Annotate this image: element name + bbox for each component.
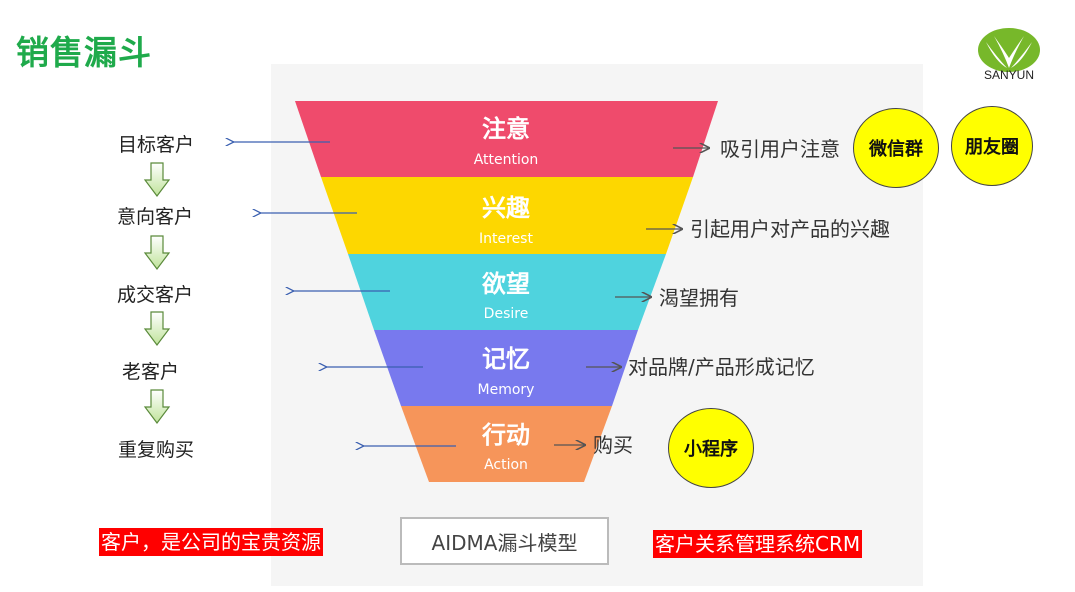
down-arrow-icon [143,162,171,197]
customer-stage-intent: 意向客户 [117,206,194,228]
funnel-segment-memory [374,330,638,406]
funnel-desc-action: 购买 [593,433,633,457]
wechat-group-badge: 微信群 [853,108,939,188]
funnel-cn-desire: 欲望 [481,270,530,298]
sanyun-logo [978,28,1040,72]
page-title: 销售漏斗 [16,33,152,72]
funnel-desc-interest: 引起用户对产品的兴趣 [690,217,890,241]
customer-stage-repeat: 重复购买 [118,439,195,461]
funnel-en-memory: Memory [478,382,535,398]
customer-stage-old: 老客户 [122,361,180,383]
funnel-segment-attention [295,101,718,177]
down-arrow-icon [143,235,171,270]
funnel-desc-desire: 渴望拥有 [659,286,739,310]
note-customer-resource: 客户，是公司的宝贵资源 [99,528,323,556]
down-arrow-icon [143,311,171,346]
funnel-segment-desire [348,254,666,330]
note-crm: 客户关系管理系统CRM [653,530,863,558]
funnel-segment-action [401,406,612,482]
funnel-cn-interest: 兴趣 [482,194,531,222]
funnel-desc-attention: 吸引用户注意 [720,137,840,161]
down-arrow-icon [143,389,171,424]
customer-stage-deal: 成交客户 [117,284,194,306]
aidma-model-label: AIDMA漏斗模型 [400,517,609,565]
funnel-en-attention: Attention [474,152,539,168]
funnel-cn-action: 行动 [481,421,530,449]
funnel-desc-memory: 对品牌/产品形成记忆 [628,355,815,379]
funnel-en-desire: Desire [484,306,529,322]
funnel-en-action: Action [484,457,528,473]
moments-badge: 朋友圈 [951,106,1033,186]
logo-text: SANYUN [983,68,1034,82]
funnel-segment-interest [321,177,693,254]
funnel-cn-attention: 注意 [482,115,530,143]
mini-program-badge: 小程序 [668,408,754,488]
customer-stage-target: 目标客户 [118,134,195,156]
funnel-cn-memory: 记忆 [482,345,530,373]
funnel-en-interest: Interest [479,231,533,247]
